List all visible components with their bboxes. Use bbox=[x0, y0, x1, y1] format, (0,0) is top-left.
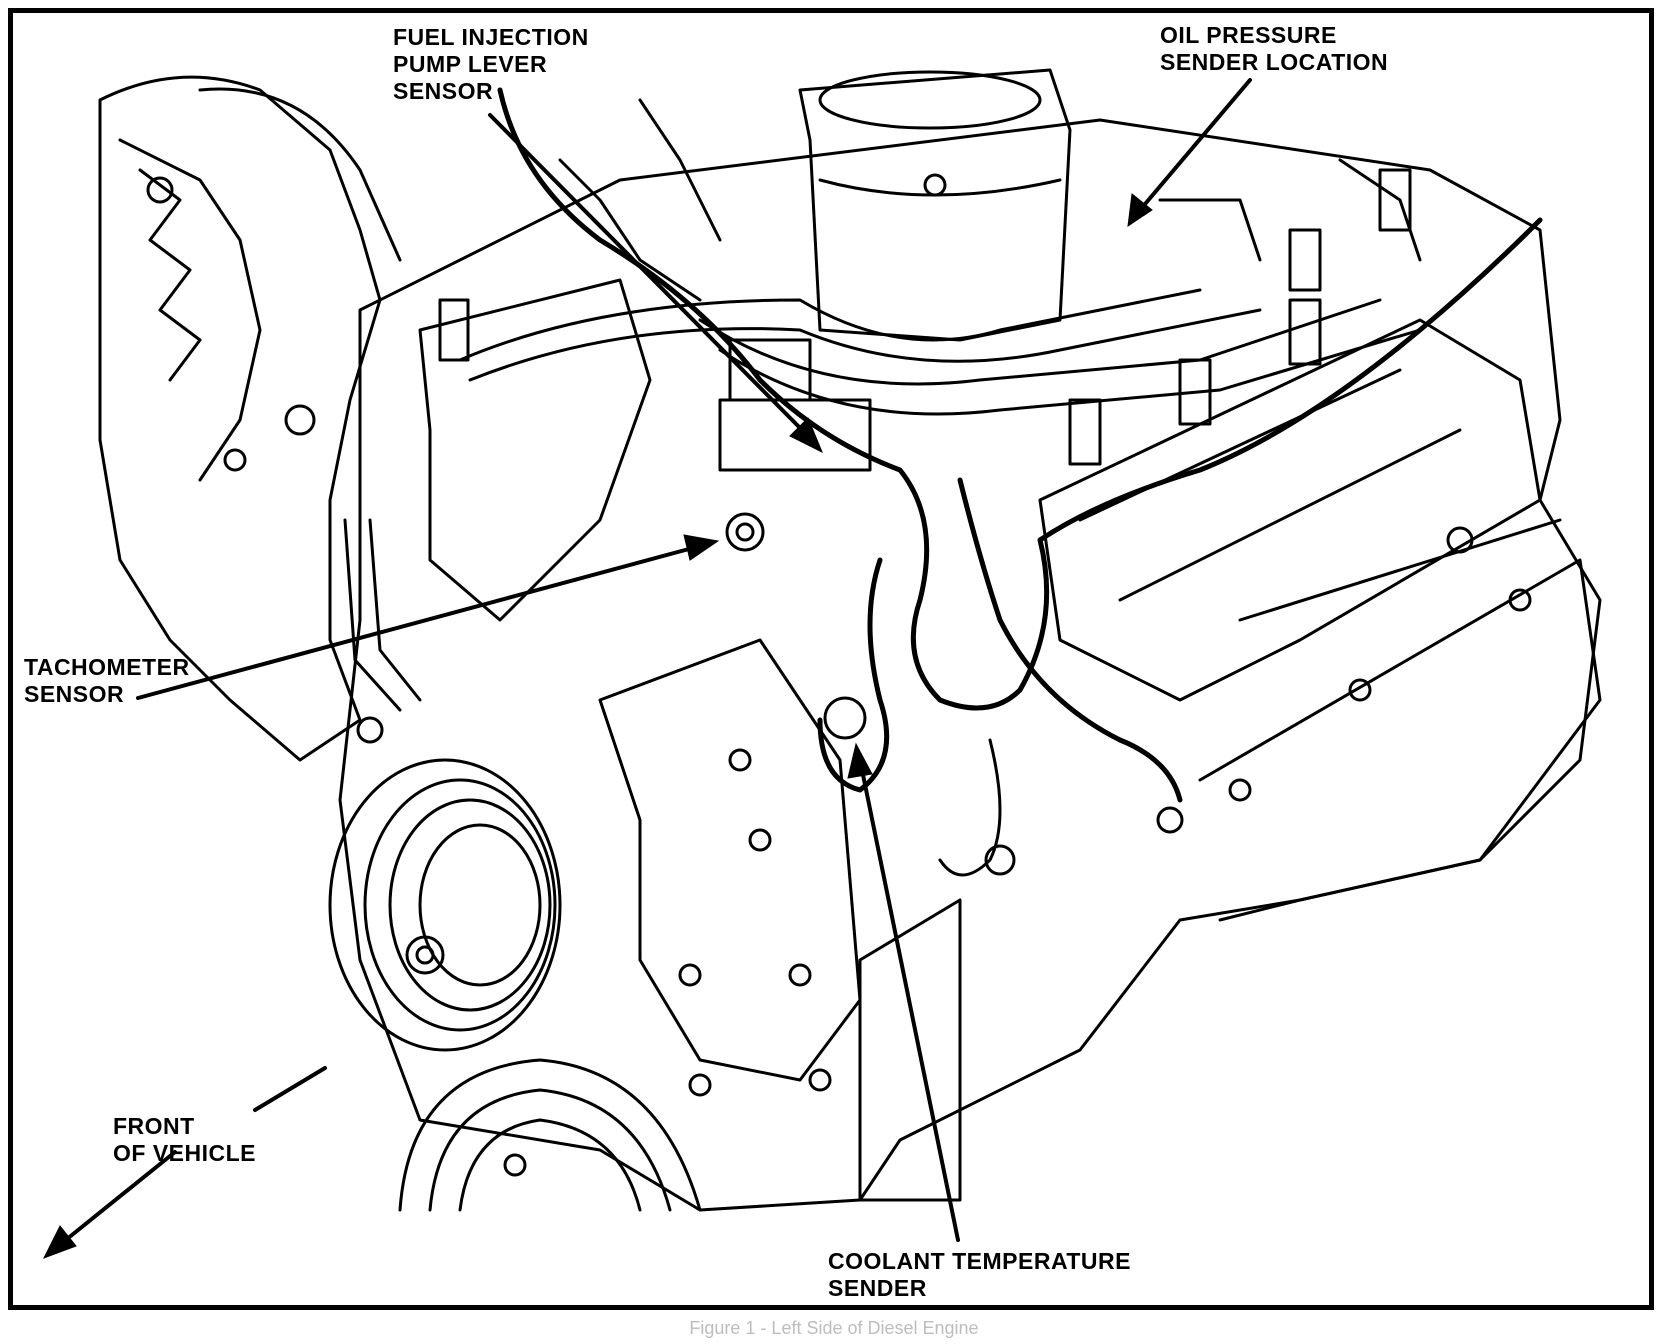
right-valve-cover bbox=[1038, 318, 1542, 702]
fuel-injection-arrowhead bbox=[789, 417, 823, 454]
engine-block bbox=[338, 118, 1602, 1212]
flywheel-housing bbox=[98, 75, 382, 762]
lower-pulley bbox=[398, 1058, 702, 1212]
fuel-injection-pump-lever-sensor-label: FUEL INJECTION PUMP LEVER SENSOR bbox=[393, 24, 589, 104]
oil-pressure-leader bbox=[1138, 78, 1252, 212]
tachometer-leader bbox=[136, 544, 702, 700]
coolant-arrowhead bbox=[847, 742, 873, 779]
fuel-injection-leader bbox=[488, 113, 812, 440]
figure-caption: Figure 1 - Left Side of Diesel Engine bbox=[689, 1318, 979, 1338]
front-direction-line bbox=[253, 1066, 327, 1112]
tachometer-arrowhead bbox=[683, 534, 720, 561]
fuel-injection-pump bbox=[798, 68, 1072, 342]
coolant-leader bbox=[858, 758, 960, 1242]
diagram-frame bbox=[8, 8, 1654, 1310]
front-of-vehicle-label: FRONT OF VEHICLE bbox=[113, 1113, 257, 1166]
left-valve-cover bbox=[418, 278, 652, 622]
tachometer-sensor-label: TACHOMETER SENSOR bbox=[24, 654, 190, 707]
crankshaft-pulley bbox=[328, 758, 562, 1052]
front-direction-arrowhead bbox=[42, 1225, 77, 1259]
oil-pressure-sender-location-label: OIL PRESSURE SENDER LOCATION bbox=[1160, 22, 1389, 75]
front-direction-arrow-shaft bbox=[60, 1150, 177, 1245]
coolant-temperature-sender-label: COOLANT TEMPERATURE SENDER bbox=[828, 1248, 1131, 1301]
wiring-harness bbox=[497, 87, 1543, 711]
oil-pressure-arrowhead bbox=[1127, 193, 1153, 228]
